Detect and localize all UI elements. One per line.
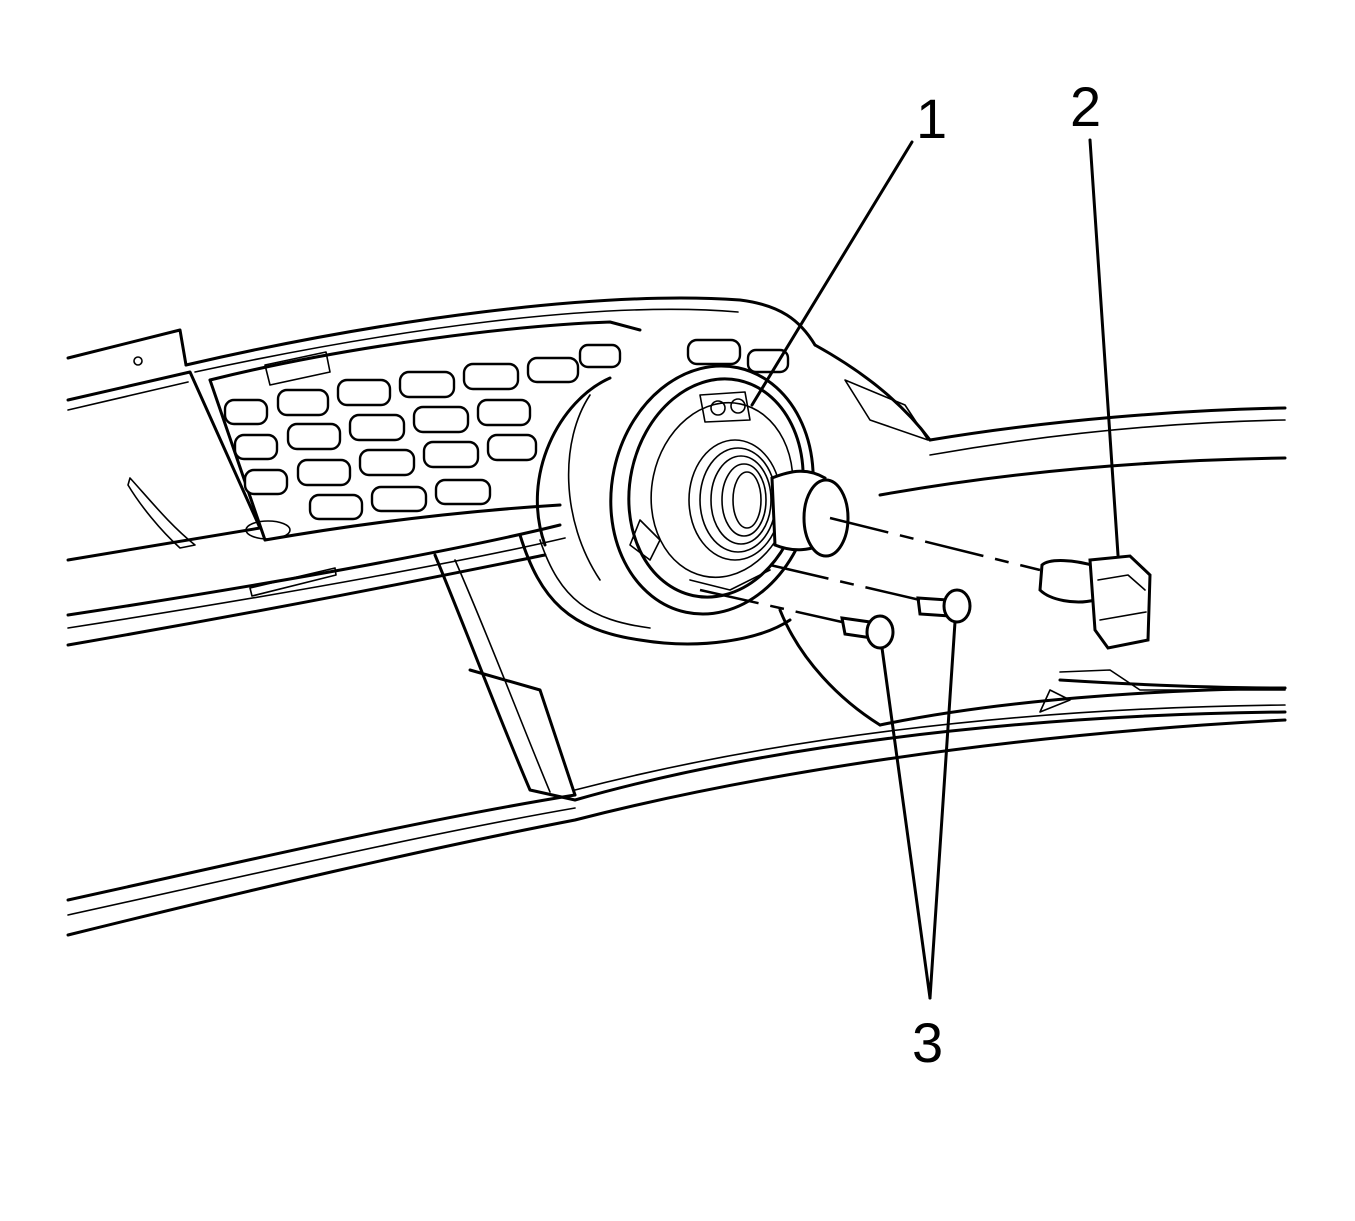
leader-line-1 [750, 140, 914, 407]
callout-3: 3 [912, 1011, 943, 1074]
leader-line-2 [1088, 138, 1120, 557]
fog-lamp-housing [567, 364, 850, 616]
callout-2: 2 [1070, 75, 1101, 138]
screw-right [916, 588, 972, 624]
leader-line-3b [928, 620, 957, 1000]
bulb-install-path [829, 516, 1041, 572]
screw-install-path-left [699, 588, 843, 624]
bumper-fascia [66, 296, 1287, 937]
callout-1: 1 [916, 87, 947, 150]
leader-line-3a [880, 646, 932, 1000]
screw-install-path-right [769, 563, 921, 602]
fog-lamp-bulb [1038, 554, 1152, 650]
screw-left [840, 614, 895, 650]
grille-mesh [208, 320, 790, 542]
